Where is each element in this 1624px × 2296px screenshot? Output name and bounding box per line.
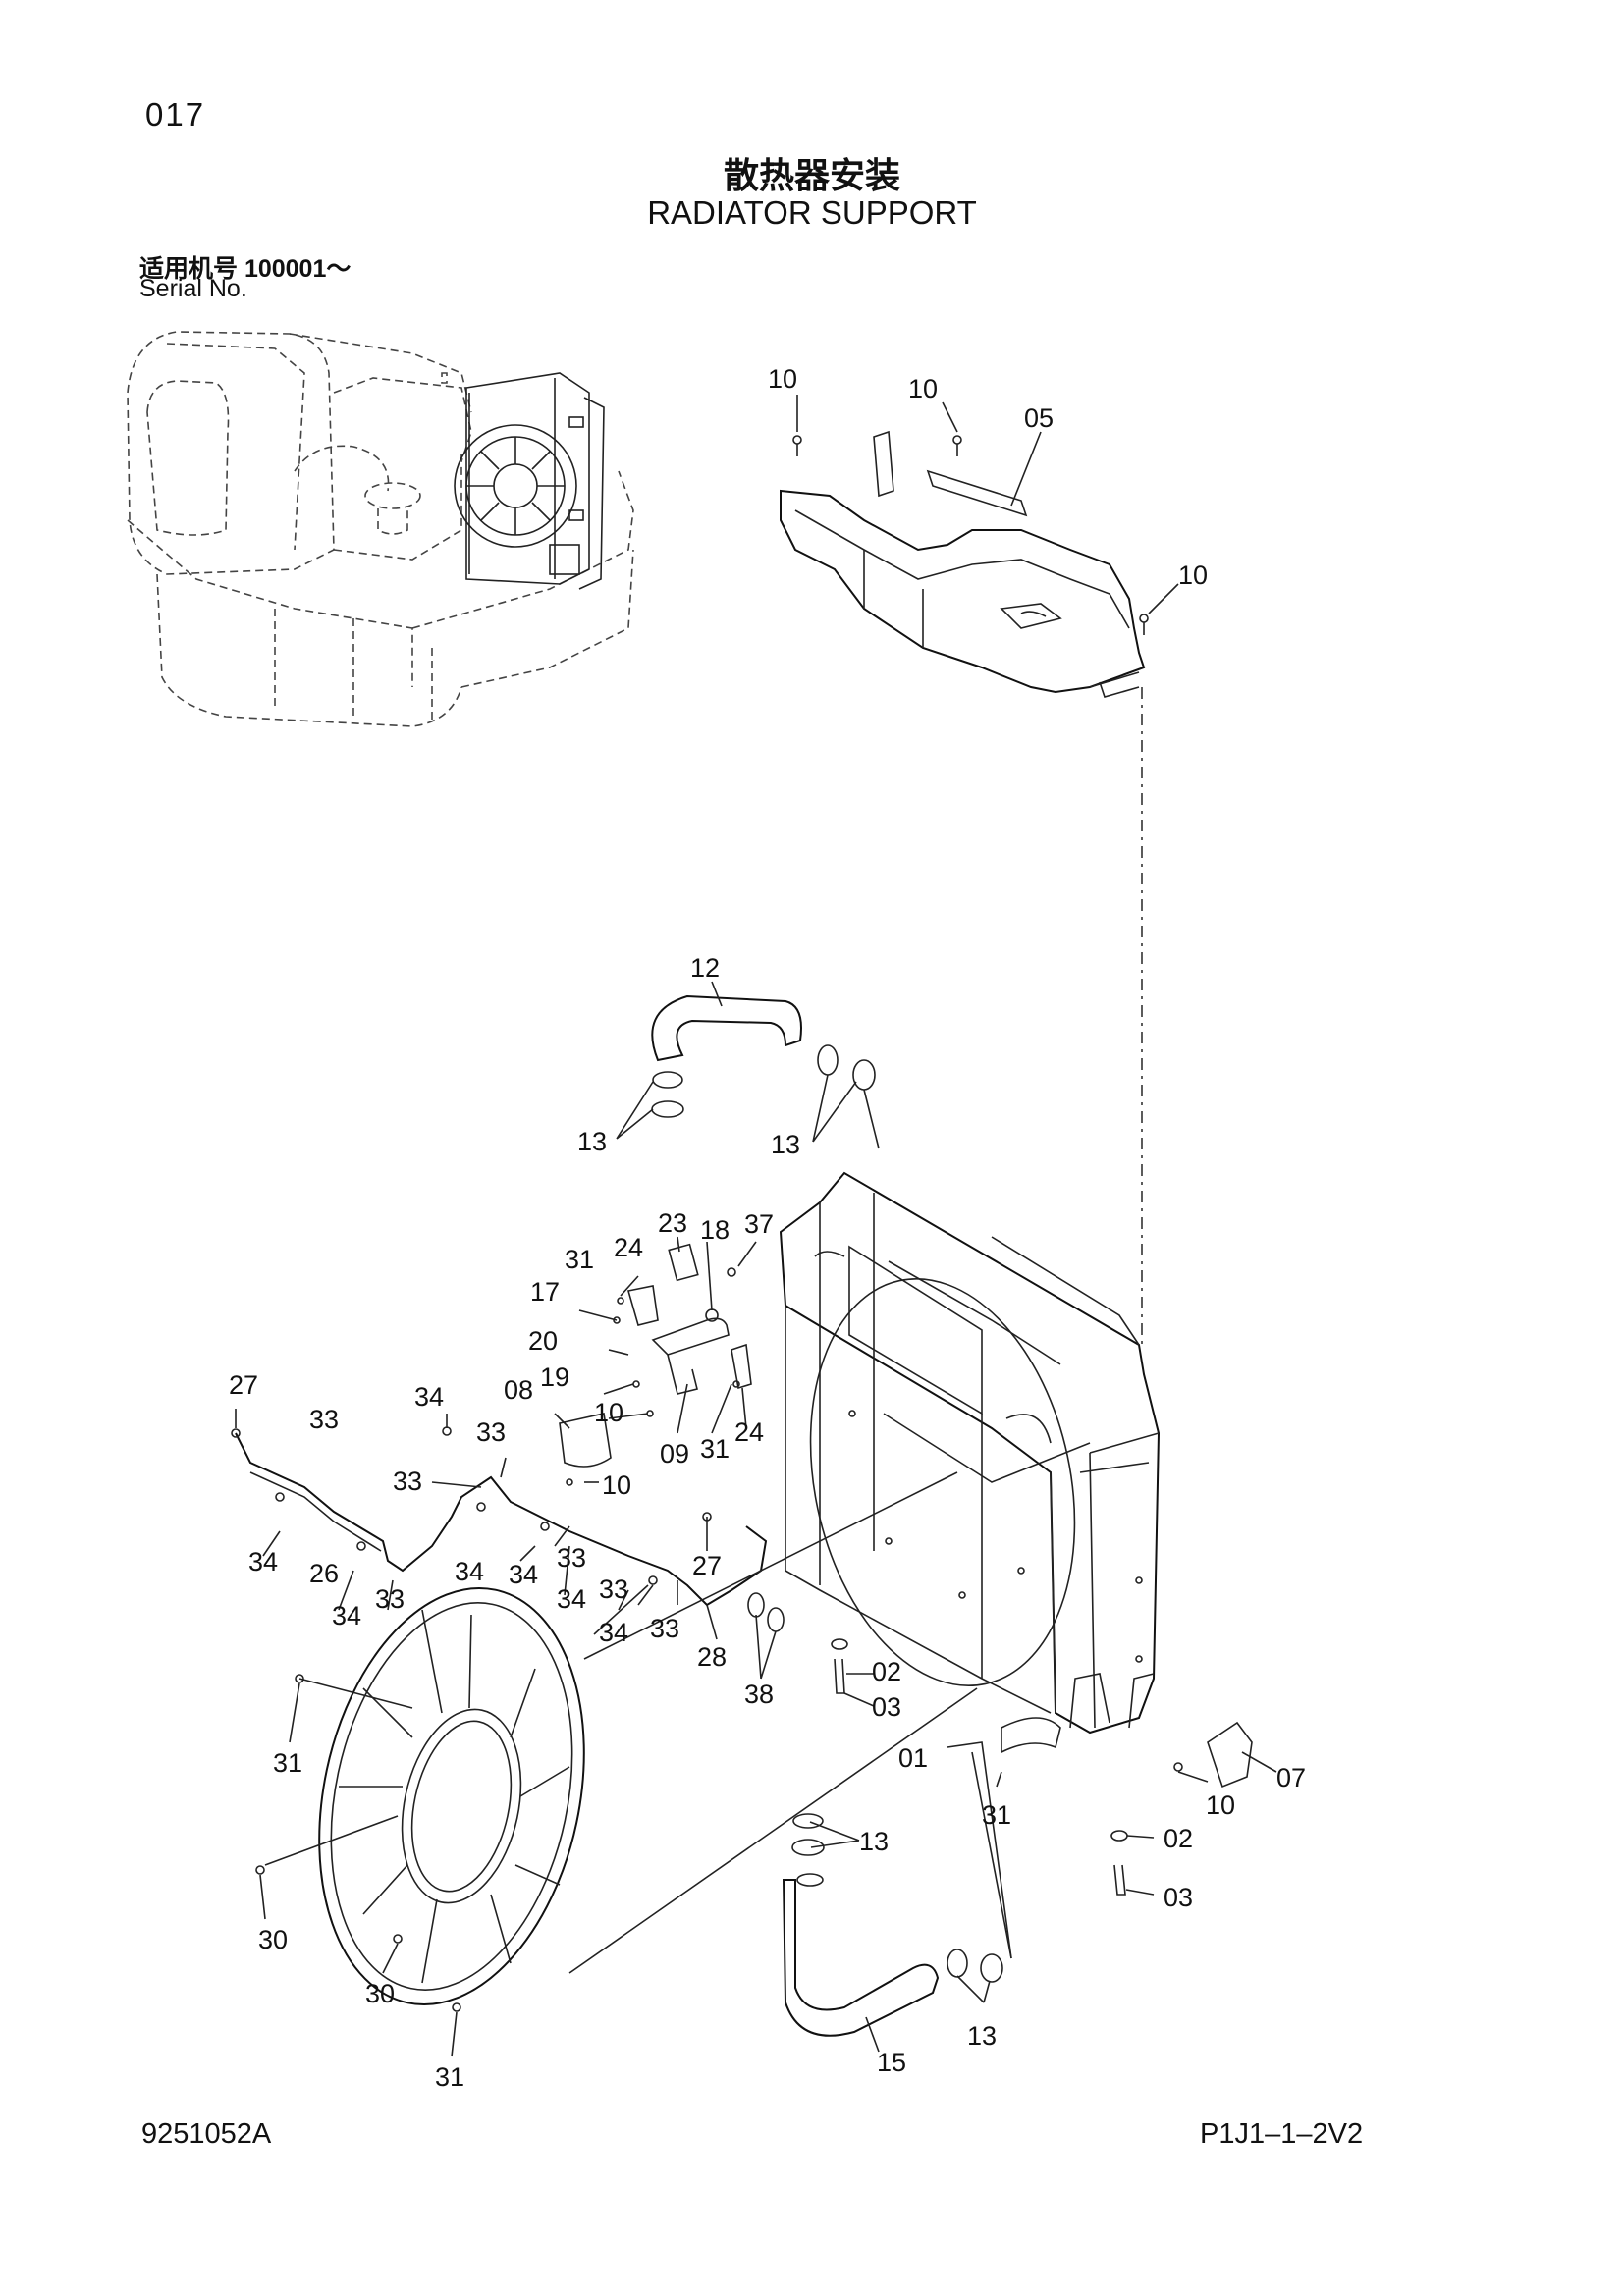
- callout-label: 03: [1164, 1883, 1193, 1912]
- callout-label: 10: [908, 374, 938, 403]
- callout-label: 24: [614, 1233, 643, 1262]
- callout-label: 31: [273, 1748, 302, 1778]
- callout-label: 34: [332, 1601, 361, 1630]
- callout-label: 02: [1164, 1824, 1193, 1853]
- callout-label: 19: [540, 1362, 569, 1392]
- callout-label: 13: [577, 1127, 607, 1156]
- callout-label: 05: [1024, 403, 1054, 433]
- document-code: 9251052A: [141, 2118, 272, 2150]
- callout-label: 30: [365, 1979, 395, 2008]
- callout-label: 17: [530, 1277, 560, 1307]
- callout-label: 34: [509, 1560, 538, 1589]
- callout-label: 33: [557, 1543, 586, 1573]
- callout-label: 09: [660, 1439, 689, 1468]
- callout-label: 18: [700, 1215, 730, 1245]
- radiator-frame: [779, 1171, 1161, 1754]
- callout-label: 30: [258, 1925, 288, 1954]
- callout-label: 08: [504, 1375, 533, 1405]
- title-chinese: 散热器安装: [723, 155, 900, 195]
- callout-label: 12: [690, 953, 720, 983]
- callout-label: 33: [599, 1575, 628, 1604]
- callout-label: 34: [557, 1584, 586, 1614]
- callout-label: 34: [455, 1557, 484, 1586]
- callout-label: 34: [599, 1618, 628, 1647]
- callout-label: 34: [248, 1547, 278, 1576]
- upper-hose: [651, 994, 880, 1149]
- upper-bracket: [780, 430, 1149, 698]
- callout-label: 26: [309, 1559, 339, 1588]
- callout-label: 10: [1178, 561, 1208, 590]
- callout-label: 33: [650, 1614, 679, 1643]
- callout-label: 33: [476, 1417, 506, 1447]
- callout-label: 27: [692, 1551, 722, 1580]
- lower-hose: [782, 1741, 1012, 2037]
- callout-label: 33: [375, 1584, 405, 1614]
- page-code: P1J1–1–2V2: [1200, 2118, 1364, 2150]
- machine-overview-sketch: [127, 331, 634, 727]
- callout-label: 27: [229, 1370, 258, 1400]
- callout-label: 23: [658, 1208, 687, 1238]
- fan-shroud: [255, 1471, 978, 2012]
- callout-label: 10: [768, 364, 797, 394]
- callout-label: 10: [602, 1470, 631, 1500]
- callout-label: 38: [744, 1680, 774, 1709]
- callout-labels: 10 10 05 10 12 13 13 23 18 37 31 24 17 2…: [229, 364, 1306, 2092]
- page-number: 017: [145, 96, 206, 133]
- leader-lines: [235, 395, 1277, 2057]
- callout-label: 24: [734, 1417, 764, 1447]
- callout-label: 01: [898, 1743, 928, 1773]
- callout-label: 33: [309, 1405, 339, 1434]
- callout-label: 34: [414, 1382, 444, 1412]
- callout-label: 33: [393, 1467, 422, 1496]
- title-english: RADIATOR SUPPORT: [647, 194, 977, 231]
- callout-label: 02: [872, 1657, 901, 1686]
- callout-label: 31: [982, 1800, 1011, 1830]
- callout-label: 07: [1276, 1763, 1306, 1792]
- callout-label: 20: [528, 1326, 558, 1356]
- callout-label: 37: [744, 1209, 774, 1239]
- callout-label: 10: [594, 1398, 623, 1427]
- callout-label: 03: [872, 1692, 901, 1722]
- callout-label: 31: [565, 1245, 594, 1274]
- serial-label-english: Serial No.: [139, 275, 247, 302]
- callout-label: 13: [859, 1827, 889, 1856]
- callout-label: 15: [877, 2048, 906, 2077]
- callout-label: 13: [967, 2021, 997, 2051]
- callout-label: 31: [435, 2062, 464, 2092]
- small-hardware: [747, 1592, 1253, 1896]
- serial-label-chinese: 适用机号 100001～: [139, 255, 352, 283]
- callout-label: 10: [1206, 1790, 1235, 1820]
- callout-label: 31: [700, 1434, 730, 1464]
- callout-label: 13: [771, 1130, 800, 1159]
- callout-label: 28: [697, 1642, 727, 1672]
